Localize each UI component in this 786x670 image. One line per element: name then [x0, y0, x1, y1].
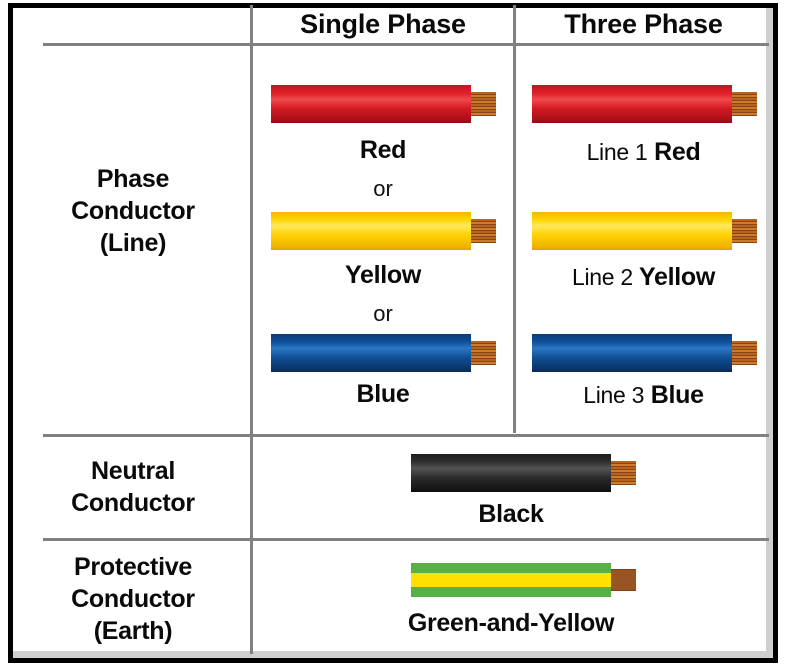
wire-caption-single-red: Red: [359, 136, 407, 164]
copper-strands-icon: [611, 460, 636, 486]
diagram-inner-panel: Single Phase Three Phase Phase Conductor…: [13, 5, 773, 658]
wire-graphic-single-red: [271, 85, 496, 123]
copper-strands-icon: [611, 569, 636, 591]
copper-strands-icon: [732, 91, 757, 117]
wire-caption-prefix: Line 2: [571, 264, 633, 290]
row-label-line: Neutral: [90, 457, 176, 485]
wire-graphic-single-yellow: [271, 212, 496, 250]
wire-insulation: [532, 212, 732, 250]
column-header-three-phase: Three Phase: [564, 9, 723, 39]
row-label-line: (Earth): [93, 617, 173, 645]
column-header-single-phase: Single Phase: [300, 9, 466, 39]
copper-strands-icon: [732, 340, 757, 366]
copper-strands-icon: [471, 340, 496, 366]
row-label-neutral-conductor: Neutral Conductor: [13, 455, 253, 519]
wire-caption-earth-green-yellow: Green-and-Yellow: [407, 609, 615, 637]
wire-insulation: [271, 334, 471, 372]
wire-insulation: [532, 334, 732, 372]
wire-caption-color: Yellow: [639, 263, 716, 291]
copper-strands-icon: [732, 218, 757, 244]
column-divider-1: [250, 5, 253, 654]
wire-graphic-neutral-black: [411, 454, 636, 492]
wire-separator-or-1: or: [373, 176, 393, 201]
wire-caption-three-blue: Line 3 Blue: [516, 381, 771, 410]
wire-caption-single-blue: Blue: [356, 380, 410, 408]
wire-graphic-single-blue: [271, 334, 496, 372]
wire-caption-prefix: Line 1: [586, 139, 648, 165]
wire-caption-neutral-black: Black: [478, 500, 544, 528]
header-divider: [43, 43, 769, 46]
wire-caption-three-yellow: Line 2 Yellow: [516, 263, 771, 292]
row-label-line: Conductor: [71, 489, 195, 517]
row-label-phase-conductor: Phase Conductor (Line): [13, 163, 253, 259]
wire-graphic-three-blue: [532, 334, 757, 372]
wire-insulation: [411, 454, 611, 492]
row-label-line: Conductor: [71, 585, 195, 613]
wire-caption-prefix: Line 3: [583, 382, 645, 408]
diagram-frame: Single Phase Three Phase Phase Conductor…: [8, 3, 778, 663]
column-divider-2: [513, 5, 516, 433]
row-label-line: Protective: [74, 553, 192, 581]
wire-separator-or-2: or: [373, 301, 393, 326]
wire-insulation: [532, 85, 732, 123]
wire-graphic-three-red: [532, 85, 757, 123]
row-divider-neutral-earth: [43, 538, 769, 541]
row-label-line: (Line): [99, 229, 167, 257]
wire-graphic-three-yellow: [532, 212, 757, 250]
wire-graphic-earth-green-yellow: [411, 563, 636, 597]
wire-caption-three-red: Line 1 Red: [516, 138, 771, 167]
wire-caption-color: Blue: [650, 381, 704, 409]
wire-insulation: [411, 563, 611, 597]
wire-insulation: [271, 85, 471, 123]
row-label-line: Conductor: [71, 197, 195, 225]
row-divider-phase-neutral: [43, 434, 769, 437]
row-label-line: Phase: [96, 165, 170, 193]
wire-caption-color: Red: [654, 138, 701, 166]
wire-insulation: [271, 212, 471, 250]
copper-strands-icon: [471, 91, 496, 117]
copper-strands-icon: [471, 218, 496, 244]
row-label-protective-conductor: Protective Conductor (Earth): [13, 551, 253, 647]
wire-caption-single-yellow: Yellow: [344, 261, 421, 289]
